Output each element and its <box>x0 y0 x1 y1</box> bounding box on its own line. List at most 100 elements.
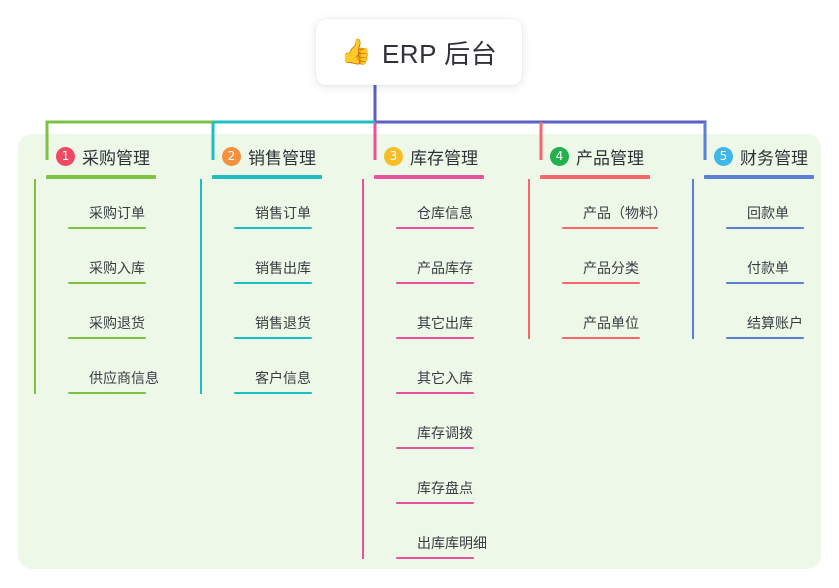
branch-item-label: 回款单 <box>747 205 789 221</box>
branch-item[interactable]: 产品（物料） <box>540 179 667 234</box>
branch-badge-5: 5 <box>714 146 733 166</box>
branch-badge-1: 1 <box>56 146 75 166</box>
branch-header-5[interactable]: 5 财务管理 <box>692 143 814 169</box>
branch-item-underline <box>68 282 146 284</box>
branch-column-3: 3 库存管理仓库信息产品库存其它出库其它入库库存调拨库存盘点出库库明细 <box>362 143 487 564</box>
branch-item-underline <box>68 392 146 394</box>
branch-item-underline <box>234 227 312 229</box>
branch-item[interactable]: 其它出库 <box>374 289 484 344</box>
branch-item-label: 销售订单 <box>255 205 311 221</box>
branch-item[interactable]: 产品库存 <box>374 234 484 289</box>
branch-item[interactable]: 采购入库 <box>46 234 156 289</box>
branch-item-underline <box>396 227 474 229</box>
branch-item-list: 仓库信息产品库存其它出库其它入库库存调拨库存盘点出库库明细 <box>362 179 487 564</box>
branch-item-label: 产品单位 <box>583 315 639 331</box>
branch-item-list: 销售订单销售出库销售退货客户信息 <box>200 179 322 399</box>
branch-spine <box>528 179 530 339</box>
branch-item-underline <box>562 227 658 229</box>
branch-item-list: 产品（物料） 产品分类产品单位 <box>528 179 667 344</box>
branch-item-underline <box>396 392 474 394</box>
branch-item[interactable]: 销售出库 <box>212 234 322 289</box>
branch-item[interactable]: 产品单位 <box>540 289 650 344</box>
branch-item-label: 销售退货 <box>255 315 311 331</box>
branch-item[interactable]: 库存盘点 <box>374 454 484 509</box>
branch-spine <box>34 179 36 394</box>
branch-item[interactable]: 付款单 <box>704 234 814 289</box>
branch-item[interactable]: 销售退货 <box>212 289 322 344</box>
branch-underline <box>212 175 322 179</box>
branch-item-underline <box>726 337 804 339</box>
branch-item[interactable]: 采购订单 <box>46 179 156 234</box>
branch-header-3[interactable]: 3 库存管理 <box>362 143 484 169</box>
branch-item-label: 其它出库 <box>417 315 473 331</box>
branch-item-underline <box>562 337 640 339</box>
branch-underline <box>46 175 156 179</box>
branch-column-2: 2 销售管理销售订单销售出库销售退货客户信息 <box>200 143 322 399</box>
branch-header-1[interactable]: 1 采购管理 <box>34 143 156 169</box>
branch-item[interactable]: 销售订单 <box>212 179 322 234</box>
branch-item-label: 产品分类 <box>583 260 639 276</box>
branch-item-label: 结算账户 <box>747 315 803 331</box>
branch-badge-4: 4 <box>550 146 569 166</box>
branch-item-label: 产品库存 <box>417 260 473 276</box>
branch-title: 财务管理 <box>740 148 808 168</box>
branch-item-underline <box>396 502 474 504</box>
branch-badge-2: 2 <box>222 146 241 166</box>
branch-item-list: 采购订单采购入库采购退货供应商信息 <box>34 179 159 399</box>
branch-item-underline <box>68 227 146 229</box>
branch-item-underline <box>234 282 312 284</box>
branch-item-label: 库存盘点 <box>417 480 473 496</box>
branch-header-4[interactable]: 4 产品管理 <box>528 143 650 169</box>
branch-header-2[interactable]: 2 销售管理 <box>200 143 322 169</box>
branch-column-1: 1 采购管理采购订单采购入库采购退货供应商信息 <box>34 143 159 399</box>
branch-item[interactable]: 出库库明细 <box>374 509 487 564</box>
branch-item[interactable]: 库存调拨 <box>374 399 484 454</box>
branch-column-5: 5 财务管理回款单付款单结算账户 <box>692 143 814 344</box>
branch-item[interactable]: 客户信息 <box>212 344 322 399</box>
branch-badge-3: 3 <box>384 146 403 166</box>
branch-item-underline <box>396 557 474 559</box>
branch-title: 产品管理 <box>576 148 644 168</box>
branch-item[interactable]: 采购退货 <box>46 289 156 344</box>
branch-item-label: 采购订单 <box>89 205 145 221</box>
branch-item[interactable]: 仓库信息 <box>374 179 484 234</box>
branch-item-label: 付款单 <box>747 260 789 276</box>
branch-item-label: 采购入库 <box>89 260 145 276</box>
branch-underline <box>540 175 650 179</box>
branch-item-label: 其它入库 <box>417 370 473 386</box>
branch-item-label: 客户信息 <box>255 370 311 386</box>
root-node[interactable]: 👍 ERP 后台 <box>316 19 522 85</box>
branch-item-underline <box>726 227 804 229</box>
branch-spine <box>362 179 364 559</box>
branch-underline <box>704 175 814 179</box>
branch-item-label: 供应商信息 <box>89 370 159 386</box>
branch-item[interactable]: 结算账户 <box>704 289 814 344</box>
branch-item-label: 销售出库 <box>255 260 311 276</box>
branch-item[interactable]: 回款单 <box>704 179 814 234</box>
branch-title: 库存管理 <box>410 148 478 168</box>
branch-item[interactable]: 产品分类 <box>540 234 650 289</box>
branch-item-underline <box>396 447 474 449</box>
branch-item-label: 采购退货 <box>89 315 145 331</box>
branch-item-underline <box>234 337 312 339</box>
branch-title: 采购管理 <box>82 148 150 168</box>
branch-item[interactable]: 其它入库 <box>374 344 484 399</box>
branch-underline <box>374 175 484 179</box>
root-node-content: 👍 ERP 后台 <box>341 34 497 71</box>
branch-spine <box>200 179 202 394</box>
branch-item-underline <box>396 282 474 284</box>
branch-item-underline <box>68 337 146 339</box>
branch-item-list: 回款单付款单结算账户 <box>692 179 814 344</box>
branch-item-underline <box>726 282 804 284</box>
branches-panel <box>18 134 821 569</box>
thumbs-up-icon: 👍 <box>340 37 372 66</box>
branch-item-underline <box>396 337 474 339</box>
branch-column-4: 4 产品管理产品（物料） 产品分类产品单位 <box>528 143 667 344</box>
branch-item-label: 出库库明细 <box>417 535 487 551</box>
branch-spine <box>692 179 694 339</box>
branch-item[interactable]: 供应商信息 <box>46 344 159 399</box>
branch-item-label: 仓库信息 <box>417 205 473 221</box>
branch-title: 销售管理 <box>248 148 316 168</box>
branch-item-label: 产品（物料） <box>583 205 667 221</box>
